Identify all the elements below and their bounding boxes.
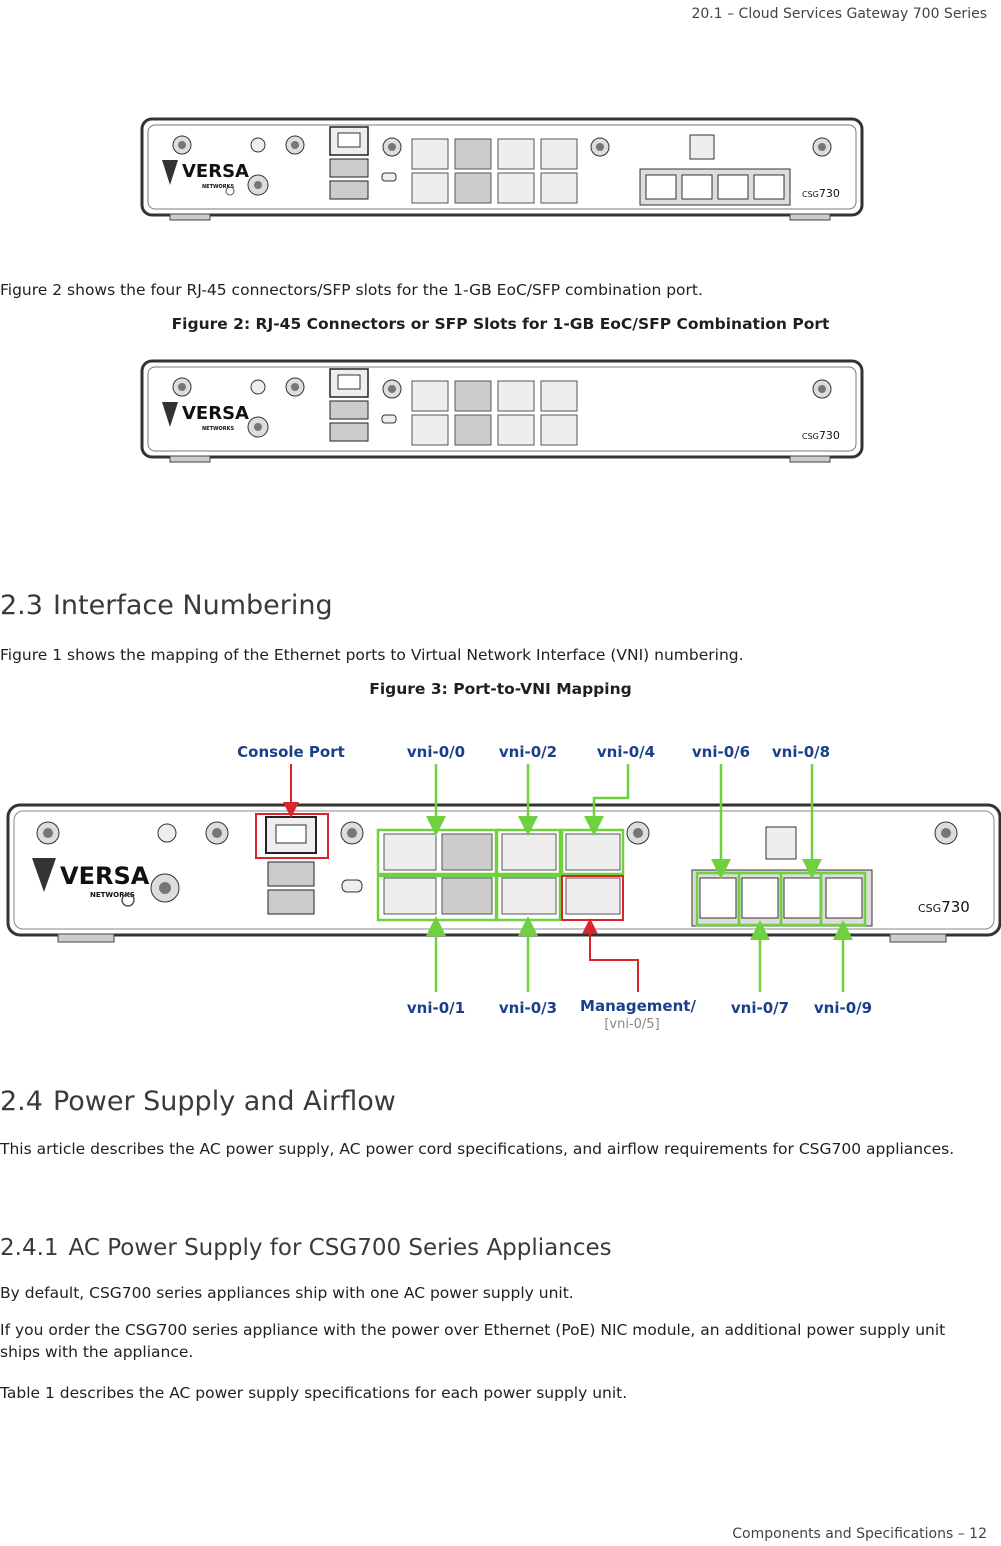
label-vni-0-0: vni-0/0 (407, 743, 465, 761)
figure-3-caption: Figure 3: Port-to-VNI Mapping (369, 680, 632, 698)
label-console-port: Console Port (237, 743, 345, 761)
label-vni-0-7: vni-0/7 (731, 999, 789, 1017)
brand-logo-subtext: NETWORKS (202, 184, 235, 190)
brand-logo-text: VERSA (182, 403, 249, 424)
label-management-sub: [vni-0/5] (604, 1017, 659, 1032)
brand-logo-subtext: NETWORKS (202, 426, 235, 432)
section-title: AC Power Supply for CSG700 Series Applia… (68, 1235, 612, 1261)
running-header: 20.1 – Cloud Services Gateway 700 Series (691, 6, 987, 22)
model-prefix: CSG (802, 432, 819, 441)
label-vni-0-6: vni-0/6 (692, 743, 750, 761)
figure-2-caption: Figure 2: RJ-45 Connectors or SFP Slots … (171, 315, 830, 333)
port-to-vni-mapping-figure: VERSA NETWORKS CSG730 Console Port (6, 743, 1001, 1032)
label-vni-0-3: vni-0/3 (499, 999, 557, 1017)
label-vni-0-9: vni-0/9 (814, 999, 872, 1017)
section-2-4-1-heading: 2.4.1 AC Power Supply for CSG700 Series A… (0, 1235, 612, 1261)
section-number: 2.3 (0, 590, 43, 621)
section-title: Interface Numbering (52, 590, 333, 621)
section-2-4-1-paragraph-2: If you order the CSG700 series appliance… (0, 1321, 946, 1361)
device-front-panel-image-fig2: VERSA NETWORKS CSG730 (140, 359, 864, 463)
label-vni-0-4: vni-0/4 (597, 743, 655, 761)
label-vni-0-2: vni-0/2 (499, 743, 557, 761)
device-front-panel-image-top: VERSA NETWORKS CSG730 (140, 117, 864, 221)
section-2-4-1-paragraph-3: Table 1 describes the AC power supply sp… (0, 1384, 628, 1402)
section-2-4-heading: 2.4 Power Supply and Airflow (0, 1086, 396, 1117)
section-2-4-1-paragraph-1: By default, CSG700 series appliances shi… (0, 1284, 574, 1302)
fig2-intro-paragraph: Figure 2 shows the four RJ-45 connectors… (0, 281, 703, 299)
model-prefix: CSG (802, 190, 819, 199)
svg-text:CSG730: CSG730 (802, 429, 840, 442)
section-number: 2.4 (0, 1086, 43, 1117)
brand-logo-subtext: NETWORKS (90, 891, 135, 899)
label-management: Management/ (580, 997, 696, 1015)
brand-logo-text: VERSA (60, 862, 150, 890)
section-2-3-paragraph: Figure 1 shows the mapping of the Ethern… (0, 646, 744, 664)
section-2-3-heading: 2.3 Interface Numbering (0, 590, 333, 621)
section-number: 2.4.1 (0, 1235, 59, 1261)
section-title: Power Supply and Airflow (52, 1086, 396, 1117)
brand-logo-text: VERSA (182, 161, 249, 182)
model-number: 730 (819, 187, 840, 200)
svg-text:CSG730: CSG730 (918, 898, 970, 916)
section-2-4-paragraph: This article describes the AC power supp… (0, 1140, 955, 1158)
running-footer: Components and Specifications – 12 (732, 1526, 987, 1542)
model-number: 730 (941, 898, 970, 916)
label-vni-0-8: vni-0/8 (772, 743, 830, 761)
model-number: 730 (819, 429, 840, 442)
model-prefix: CSG (918, 902, 941, 915)
svg-text:CSG730: CSG730 (802, 187, 840, 200)
label-vni-0-1: vni-0/1 (407, 999, 465, 1017)
